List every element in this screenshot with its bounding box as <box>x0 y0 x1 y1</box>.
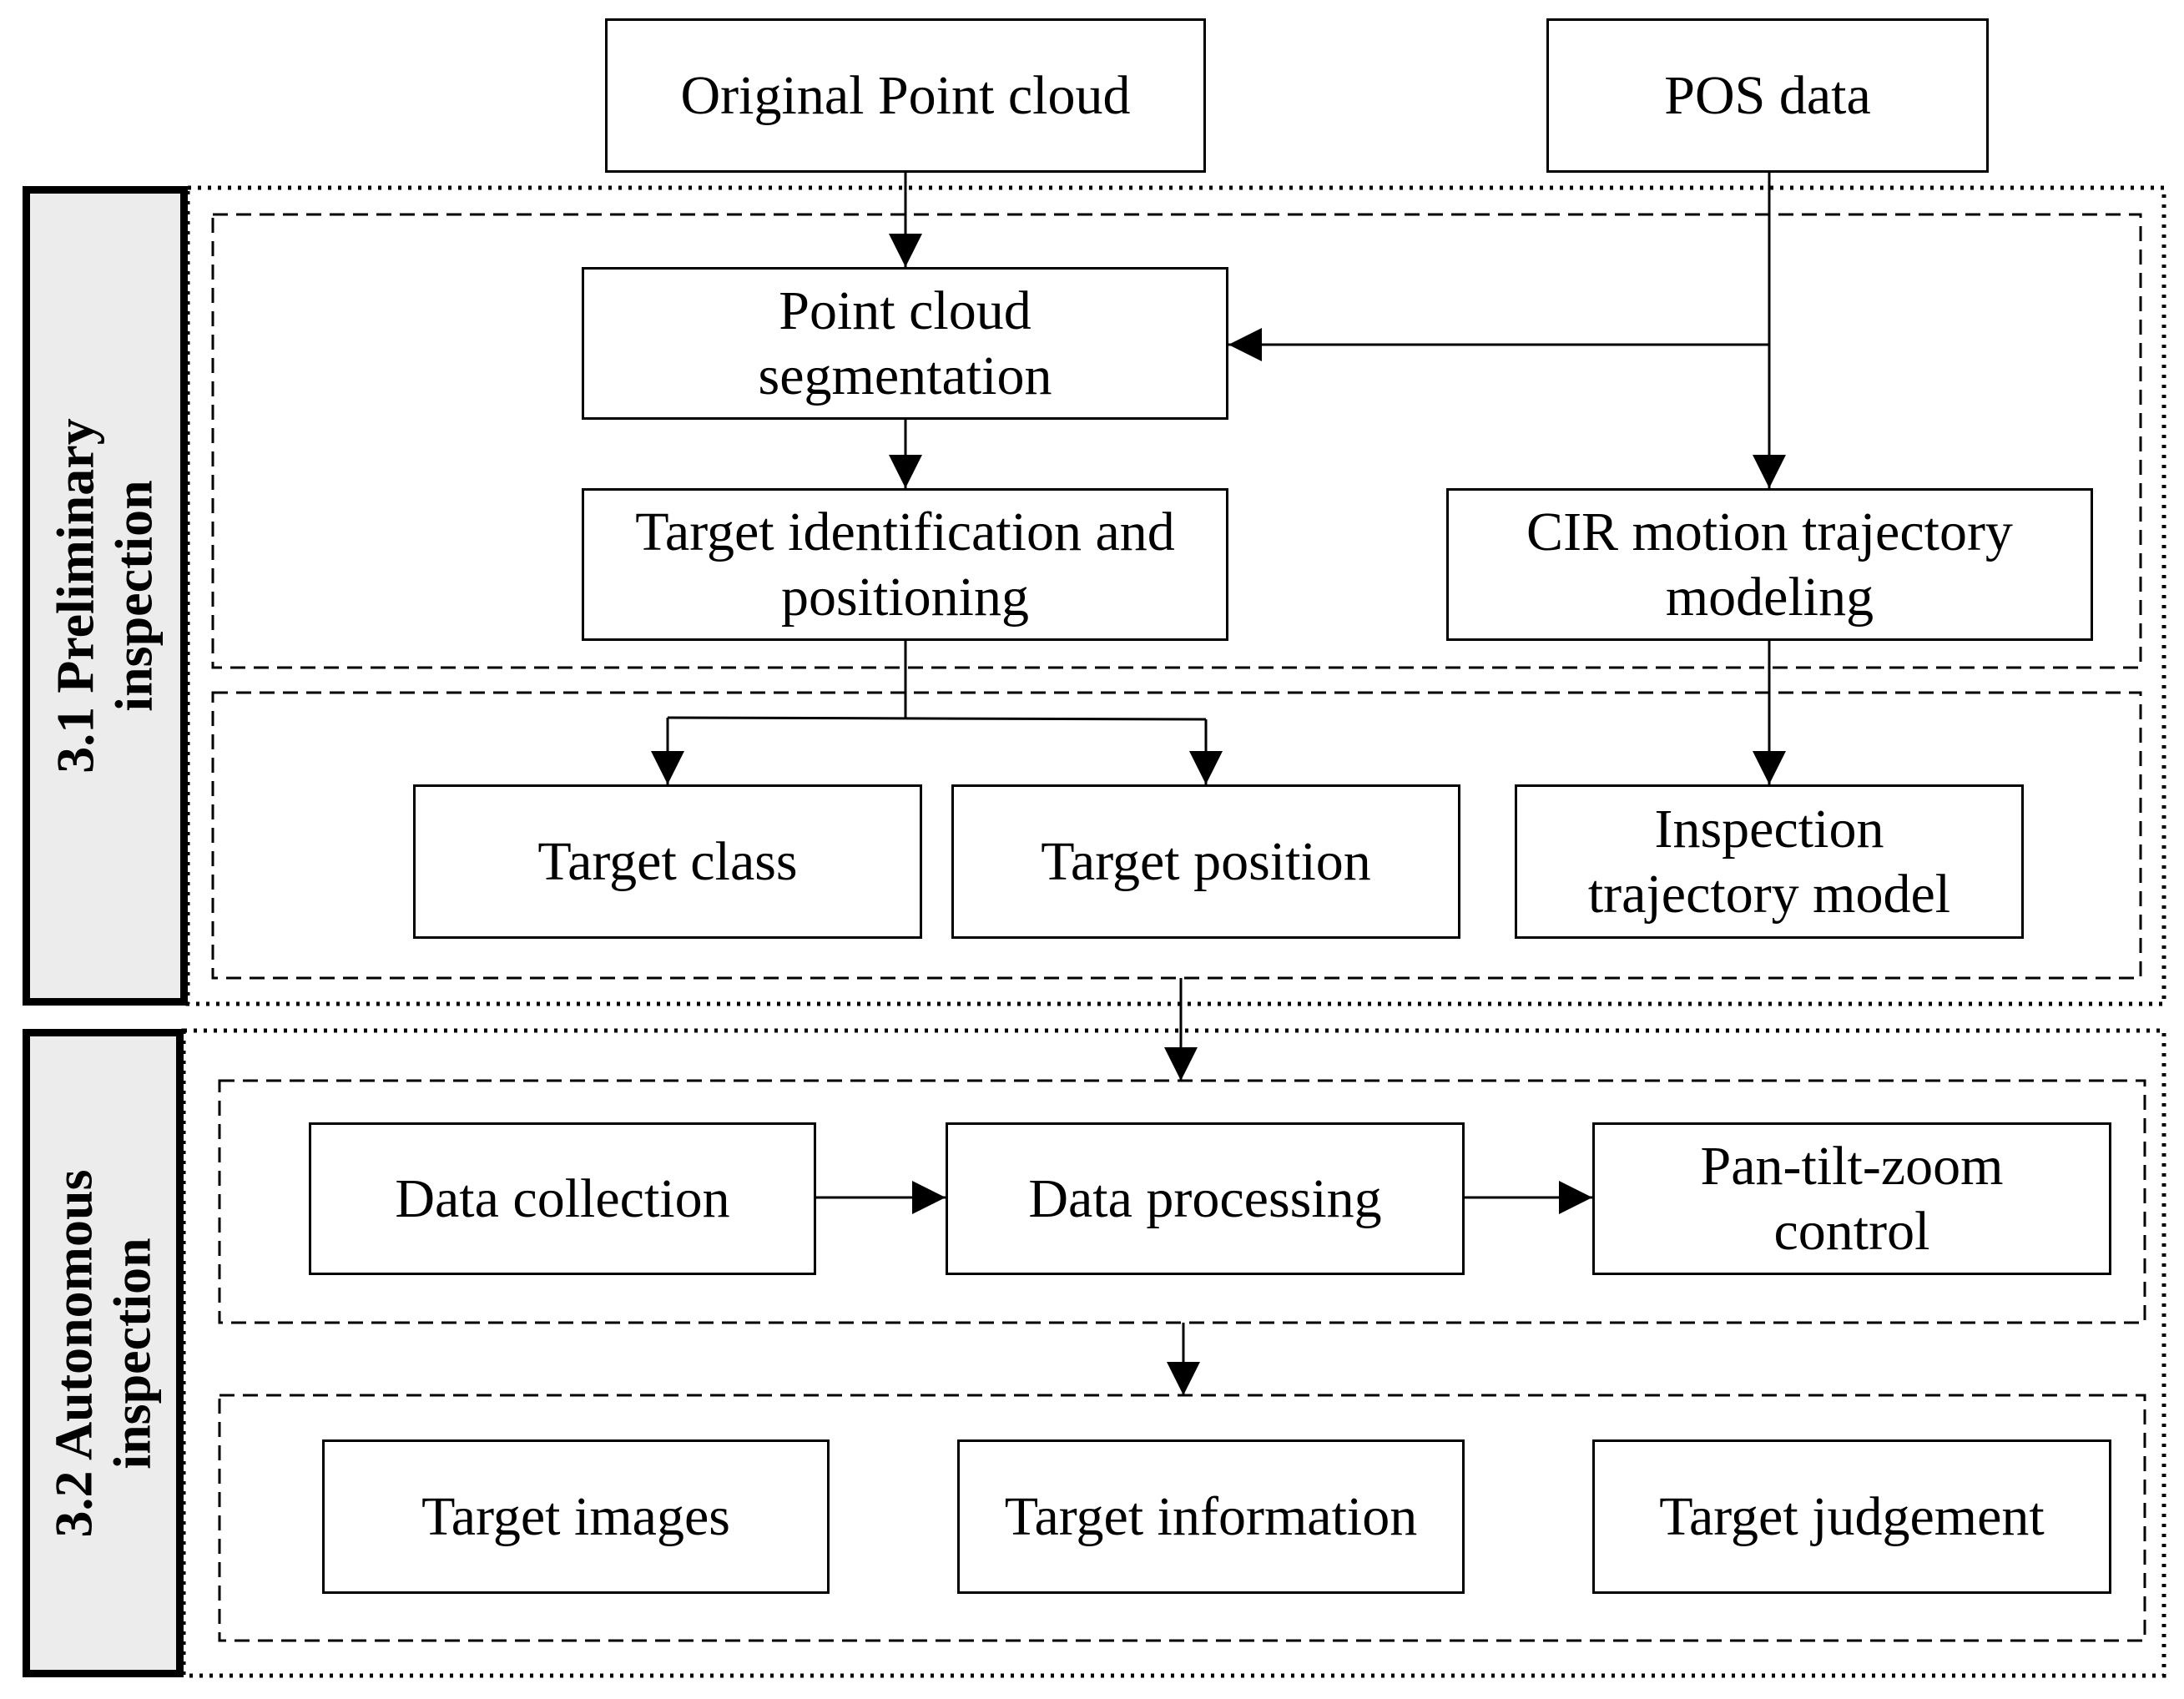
point-cloud-segmentation-box: Point cloud segmentation <box>582 267 1228 420</box>
section-frame-autonomous <box>181 1028 2166 1678</box>
group-frame-results <box>211 691 2142 980</box>
target-class-box: Target class <box>413 784 922 939</box>
target-information-box: Target information <box>957 1439 1465 1594</box>
original-point-cloud-box: Original Point cloud <box>605 18 1206 173</box>
section-label-autonomous: 3.2 Autonomous inspection <box>23 1029 184 1677</box>
section-frame-preliminary <box>185 185 2166 1006</box>
inspection-trajectory-model-box: Inspection trajectory model <box>1515 784 2024 939</box>
target-identification-box: Target identification and positioning <box>582 488 1228 641</box>
data-collection-box: Data collection <box>309 1122 816 1275</box>
line-identification-branch <box>667 716 1207 721</box>
section-label-preliminary: 3.1 Preliminary inspection <box>23 186 188 1006</box>
group-frame-processing <box>211 213 2142 669</box>
section-label-autonomous-text: 3.2 Autonomous inspection <box>43 1169 162 1537</box>
section-label-preliminary-text: 3.1 Preliminary inspection <box>45 418 164 774</box>
target-images-box: Target images <box>322 1439 830 1594</box>
target-judgement-box: Target judgement <box>1592 1439 2111 1594</box>
data-processing-box: Data processing <box>946 1122 1465 1275</box>
pos-data-box: POS data <box>1546 18 1989 173</box>
cir-motion-modeling-box: CIR motion trajectory modeling <box>1446 488 2093 641</box>
target-position-box: Target position <box>951 784 1460 939</box>
ptz-control-box: Pan-tilt-zoom control <box>1592 1122 2111 1275</box>
